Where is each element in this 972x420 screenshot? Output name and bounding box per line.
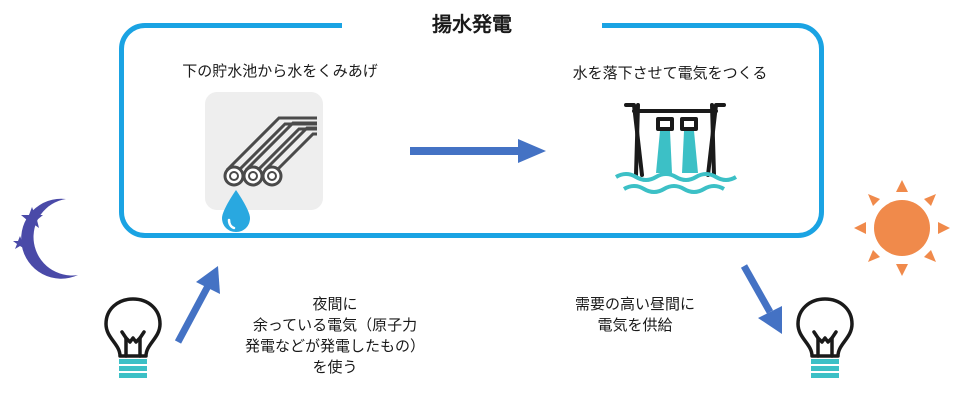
pipes-pump-icon bbox=[223, 116, 317, 187]
moon-stars-icon bbox=[13, 198, 78, 279]
night-text-line-2: 余っている電気（原子力 bbox=[252, 316, 418, 334]
sun-icon bbox=[854, 180, 950, 276]
day-text: 需要の高い昼間に 電気を供給 bbox=[545, 294, 725, 336]
water-drop-icon bbox=[222, 190, 250, 232]
pump-label: 下の貯水池から水をくみあげ bbox=[182, 62, 378, 80]
light-bulb-icon bbox=[796, 297, 854, 378]
dam-icon bbox=[614, 103, 738, 194]
flow-arrow bbox=[410, 139, 546, 163]
night-text: 夜間に 余っている電気（原子力 発電などが発電したもの） を使う bbox=[200, 294, 470, 378]
output-arrow bbox=[740, 264, 782, 334]
input-arrow bbox=[174, 266, 220, 344]
night-text-line-1: 夜間に bbox=[312, 295, 358, 313]
night-text-line-4: を使う bbox=[312, 358, 358, 376]
light-bulb-icon bbox=[104, 297, 162, 378]
day-text-line-2: 電気を供給 bbox=[597, 316, 673, 334]
night-text-line-3: 発電などが発電したもの） bbox=[244, 337, 425, 355]
day-text-line-1: 需要の高い昼間に bbox=[574, 295, 695, 313]
drop-label: 水を落下させて電気をつくる bbox=[572, 64, 768, 82]
diagram-title: 揚水発電 bbox=[342, 10, 602, 38]
